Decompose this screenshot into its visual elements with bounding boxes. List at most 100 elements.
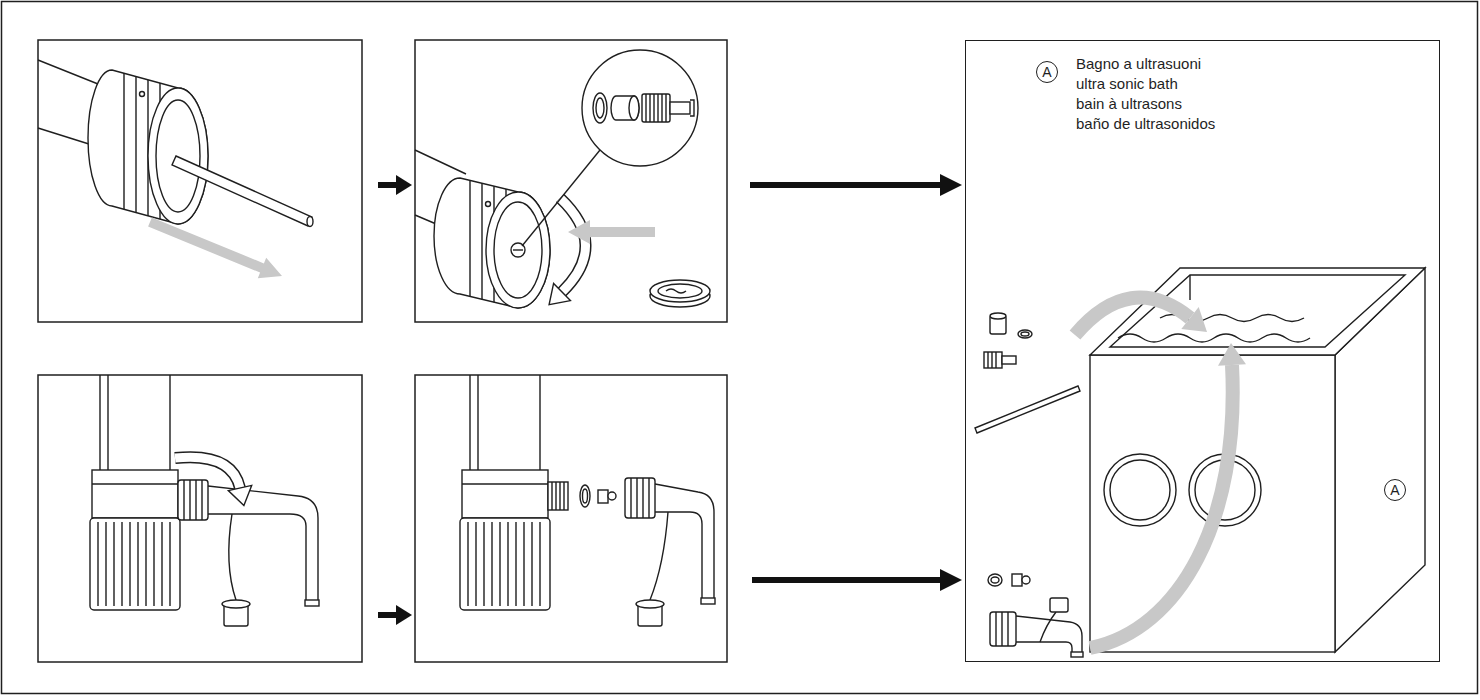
- bath-drawing: [1021, 332, 1029, 336]
- valve-drawing: [522, 150, 600, 246]
- dispenser-drawing: [548, 482, 568, 510]
- cylinder-drawing: [148, 217, 282, 278]
- dispenser-drawing: [608, 492, 616, 500]
- valve-drawing: [549, 283, 570, 304]
- dispenser-drawing: [636, 600, 664, 608]
- dispenser-drawing: [305, 600, 319, 606]
- dispenser-drawing: [631, 478, 649, 518]
- bath-drawing: [988, 352, 996, 368]
- cylinder-drawing: [140, 92, 145, 97]
- panel-frame: [415, 40, 727, 322]
- dispenser-drawing: [208, 486, 318, 600]
- bath-drawing: [1110, 275, 1405, 347]
- bath-drawing: [1002, 356, 1016, 364]
- bath-drawing: [1018, 330, 1032, 338]
- bath-drawing: [984, 352, 1002, 368]
- step-arrow: [396, 605, 412, 625]
- bath-drawing: [1075, 298, 1190, 335]
- cylinder-drawing: [172, 156, 312, 226]
- callout-letter: A: [1384, 479, 1406, 501]
- dispenser-drawing: [175, 457, 240, 488]
- bath-drawing: [1071, 652, 1083, 657]
- valve-drawing: [658, 284, 702, 298]
- step-panel: ABagno a ultrasuoniultra sonic bathbain …: [965, 40, 1440, 662]
- bath-drawing: [1090, 268, 1425, 355]
- dispenser-drawing: [90, 375, 319, 626]
- panel-frame: [38, 40, 362, 322]
- bath-drawing: [1090, 355, 1335, 652]
- bath-drawing: [1189, 275, 1190, 300]
- bath-drawing: [1012, 574, 1022, 586]
- dispenser-drawing: [92, 483, 178, 484]
- dispenser-drawing: [598, 490, 608, 503]
- bath-drawing: [1218, 343, 1246, 366]
- valve-drawing: [568, 220, 655, 244]
- step-arrow: [378, 612, 397, 618]
- dispenser-drawing: [552, 482, 564, 510]
- valve-drawing: [646, 94, 666, 122]
- step-arrow: [940, 569, 962, 591]
- panel-frame: [415, 375, 727, 662]
- caption-line: ultra sonic bath: [1076, 74, 1178, 93]
- dispenser-drawing: [470, 375, 540, 470]
- step-arrow: [378, 174, 962, 625]
- dispenser-drawing: [462, 470, 548, 518]
- valve-drawing: [596, 98, 604, 118]
- valve-drawing: [593, 93, 607, 123]
- cylinder-drawing: [38, 60, 313, 278]
- dispenser-drawing: [701, 598, 715, 604]
- bath-drawing: [991, 577, 999, 583]
- valve-drawing: [611, 96, 639, 120]
- bath-drawing: [975, 268, 1425, 657]
- bath-drawing: [990, 313, 1006, 319]
- valve-drawing: [560, 198, 586, 292]
- dispenser-drawing: [92, 470, 178, 518]
- bath-drawing: [990, 612, 1016, 646]
- dispenser-drawing: [175, 457, 240, 488]
- dispenser-drawing: [462, 483, 548, 484]
- valve-drawing: [415, 50, 710, 308]
- bath-drawing: [1090, 365, 1233, 648]
- bath-drawing: [1050, 598, 1068, 612]
- dispenser-drawing: [625, 478, 655, 518]
- step-arrow: [396, 175, 412, 195]
- dispenser-drawing: [222, 600, 250, 608]
- valve-drawing: [486, 202, 491, 207]
- valve-drawing: [560, 198, 586, 292]
- step-arrow: [940, 174, 962, 196]
- dispenser-drawing: [468, 522, 540, 606]
- caption-line: Bagno a ultrasuoni: [1076, 54, 1201, 73]
- valve-drawing: [486, 192, 550, 308]
- cylinder-drawing: [88, 70, 208, 224]
- dispenser-drawing: [90, 518, 180, 610]
- bath-drawing: [1110, 460, 1170, 520]
- valve-drawing: [629, 96, 639, 120]
- bath-drawing: [975, 386, 1080, 433]
- dispenser-drawing: [650, 512, 668, 600]
- bath-drawing: [988, 574, 1002, 586]
- dispenser-drawing: [460, 518, 550, 610]
- dispenser-drawing: [178, 480, 208, 520]
- dispenser-drawing: [228, 485, 251, 505]
- valve-drawing: [670, 102, 690, 114]
- dispenser-drawing: [655, 484, 714, 598]
- dispenser-drawing: [580, 485, 590, 507]
- step-arrow: [750, 182, 942, 188]
- dispenser-drawing: [583, 489, 588, 503]
- dispenser-drawing: [100, 375, 170, 470]
- step-arrow: [752, 577, 942, 583]
- dispenser-drawing: [184, 480, 202, 520]
- bath-drawing: [1118, 334, 1310, 342]
- step-arrow: [378, 182, 397, 188]
- bath-drawing: [1040, 612, 1056, 642]
- panel-frame: [38, 375, 362, 662]
- cylinder-drawing: [156, 100, 200, 212]
- valve-drawing: [513, 249, 523, 250]
- valve-drawing: [666, 289, 686, 293]
- valve-drawing: [650, 280, 710, 302]
- bath-drawing: [1104, 454, 1176, 526]
